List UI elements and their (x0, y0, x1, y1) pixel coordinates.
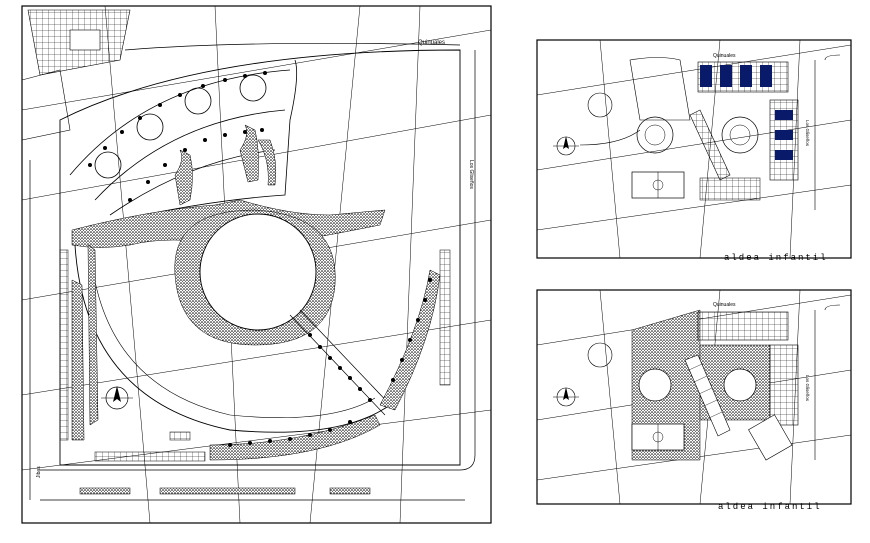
site-boundary (59, 49, 461, 466)
houses-row-bottom (697, 311, 789, 341)
bottom-plan-street-right: Los Gliseños (805, 375, 810, 402)
top-plan-frame (536, 39, 852, 259)
sports-field-top (631, 171, 685, 199)
main-street-right-label: Los Gliseños (468, 160, 474, 189)
right-tree-dots (391, 278, 432, 382)
parking-right (439, 249, 451, 386)
bottom-plan-street-top: Quinuales (713, 302, 736, 308)
left-hedge-strip (71, 279, 85, 441)
tree-row-dots (88, 71, 267, 202)
north-arrow-icon (553, 387, 579, 407)
street-edges (29, 42, 476, 501)
sports-field-bottom (631, 423, 685, 451)
main-site-plan: Quinuales Los Gliseños Jibas (21, 5, 492, 524)
hedges-upper (174, 124, 277, 206)
parking-left (59, 249, 69, 441)
north-arrow-icon (553, 136, 579, 156)
central-plaza (174, 209, 336, 346)
top-plan-street-right: Los Gliseños (805, 120, 810, 147)
urban-block-grid (21, 9, 131, 141)
top-plan-street-top: Quinuales (713, 53, 736, 59)
bottom-plan-frame (536, 289, 852, 505)
aldea-plan-top: Quinuales Los Gliseños aldea infantil (536, 39, 852, 263)
main-street-bottom-label: Jibas (36, 466, 42, 478)
top-plan-caption: aldea infantil (724, 253, 828, 263)
main-plan-frame (21, 5, 492, 524)
parking-bottom (79, 431, 371, 495)
aldea-plan-bottom: Quinuales Los Gliseños aldea infantil (536, 289, 852, 512)
main-street-top-label: Quinuales (418, 40, 445, 46)
north-arrow-icon (101, 386, 133, 410)
diagonal-path (289, 309, 396, 416)
bottom-tree-dots (228, 420, 352, 447)
bottom-plan-caption: aldea infantil (718, 502, 822, 512)
tree-canopies (94, 74, 267, 179)
